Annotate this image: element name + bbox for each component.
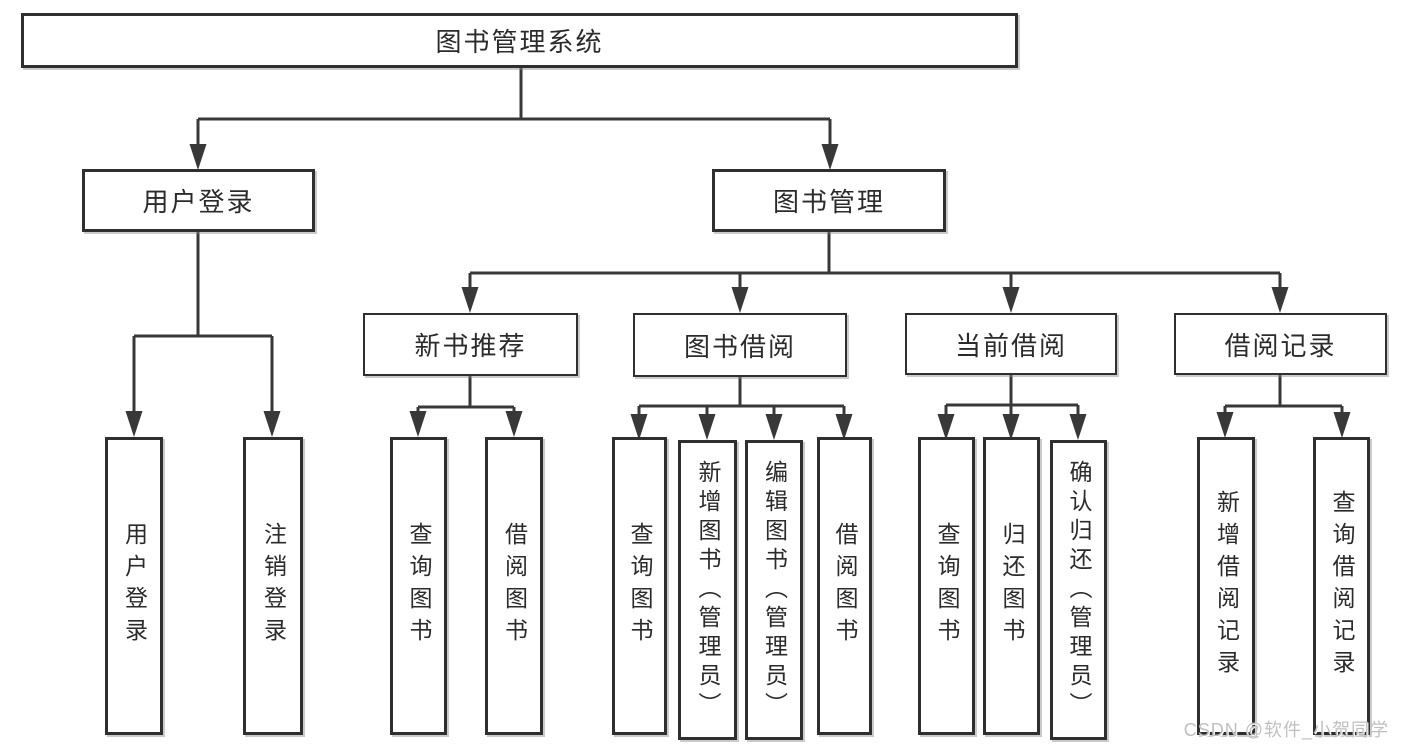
leaf-label: 查询图书 [406,522,432,650]
leaf-borrow-books-newbook: 借阅图书 [485,437,543,735]
leaf-label: 借阅图书 [501,522,528,650]
node-label: 当前借阅 [954,330,1067,361]
node-label: 图书借阅 [683,331,796,362]
node-borrowing-records: 借阅记录 [1174,313,1387,375]
leaf-return-books: 归还图书 [983,437,1040,735]
leaf-logout: 注销登录 [243,437,303,735]
leaf-confirm-return-admin: 确认归还（管理员） [1050,440,1107,740]
node-current-borrowing: 当前借阅 [905,313,1117,375]
leaf-label: 编辑图书（管理员） [761,459,788,721]
watermark: CSDN @软件_小贺同学 [1183,720,1389,740]
node-book-management: 图书管理 [712,169,946,232]
node-label: 新书推荐 [414,331,527,361]
node-library-management-system: 图书管理系统 [21,13,1018,68]
leaf-label: 新增图书（管理员） [695,459,721,721]
leaf-label: 查询图书 [627,522,653,650]
leaf-label: 用户登录 [121,522,148,650]
leaf-query-books-current: 查询图书 [918,437,975,735]
leaf-label: 归还图书 [999,522,1025,650]
node-new-book-recommendation: 新书推荐 [363,313,578,376]
leaf-label: 注销登录 [260,522,287,650]
leaf-query-books-borrowing: 查询图书 [612,437,667,735]
leaf-edit-books-admin: 编辑图书（管理员） [745,440,803,740]
node-label: 图书管理 [772,187,885,217]
leaf-label: 确认归还（管理员） [1066,459,1092,721]
leaf-label: 借阅图书 [832,522,858,650]
leaf-query-borrow-record: 查询借阅记录 [1313,437,1370,735]
leaf-add-books-admin: 新增图书（管理员） [678,440,737,740]
leaf-label: 查询图书 [934,522,960,650]
leaf-label: 查询借阅记录 [1329,490,1355,682]
leaf-user-login: 用户登录 [105,437,163,735]
leaf-query-books-newbook: 查询图书 [390,437,447,735]
leaf-borrow-books-borrowing: 借阅图书 [817,437,872,735]
leaf-add-borrow-record: 新增借阅记录 [1197,437,1255,735]
node-book-borrowing: 图书借阅 [633,313,847,377]
node-label: 图书管理系统 [435,27,604,57]
node-user-login: 用户登录 [82,169,315,232]
leaf-label: 新增借阅记录 [1213,490,1240,682]
node-label: 用户登录 [142,187,255,217]
node-label: 借阅记录 [1224,330,1337,361]
